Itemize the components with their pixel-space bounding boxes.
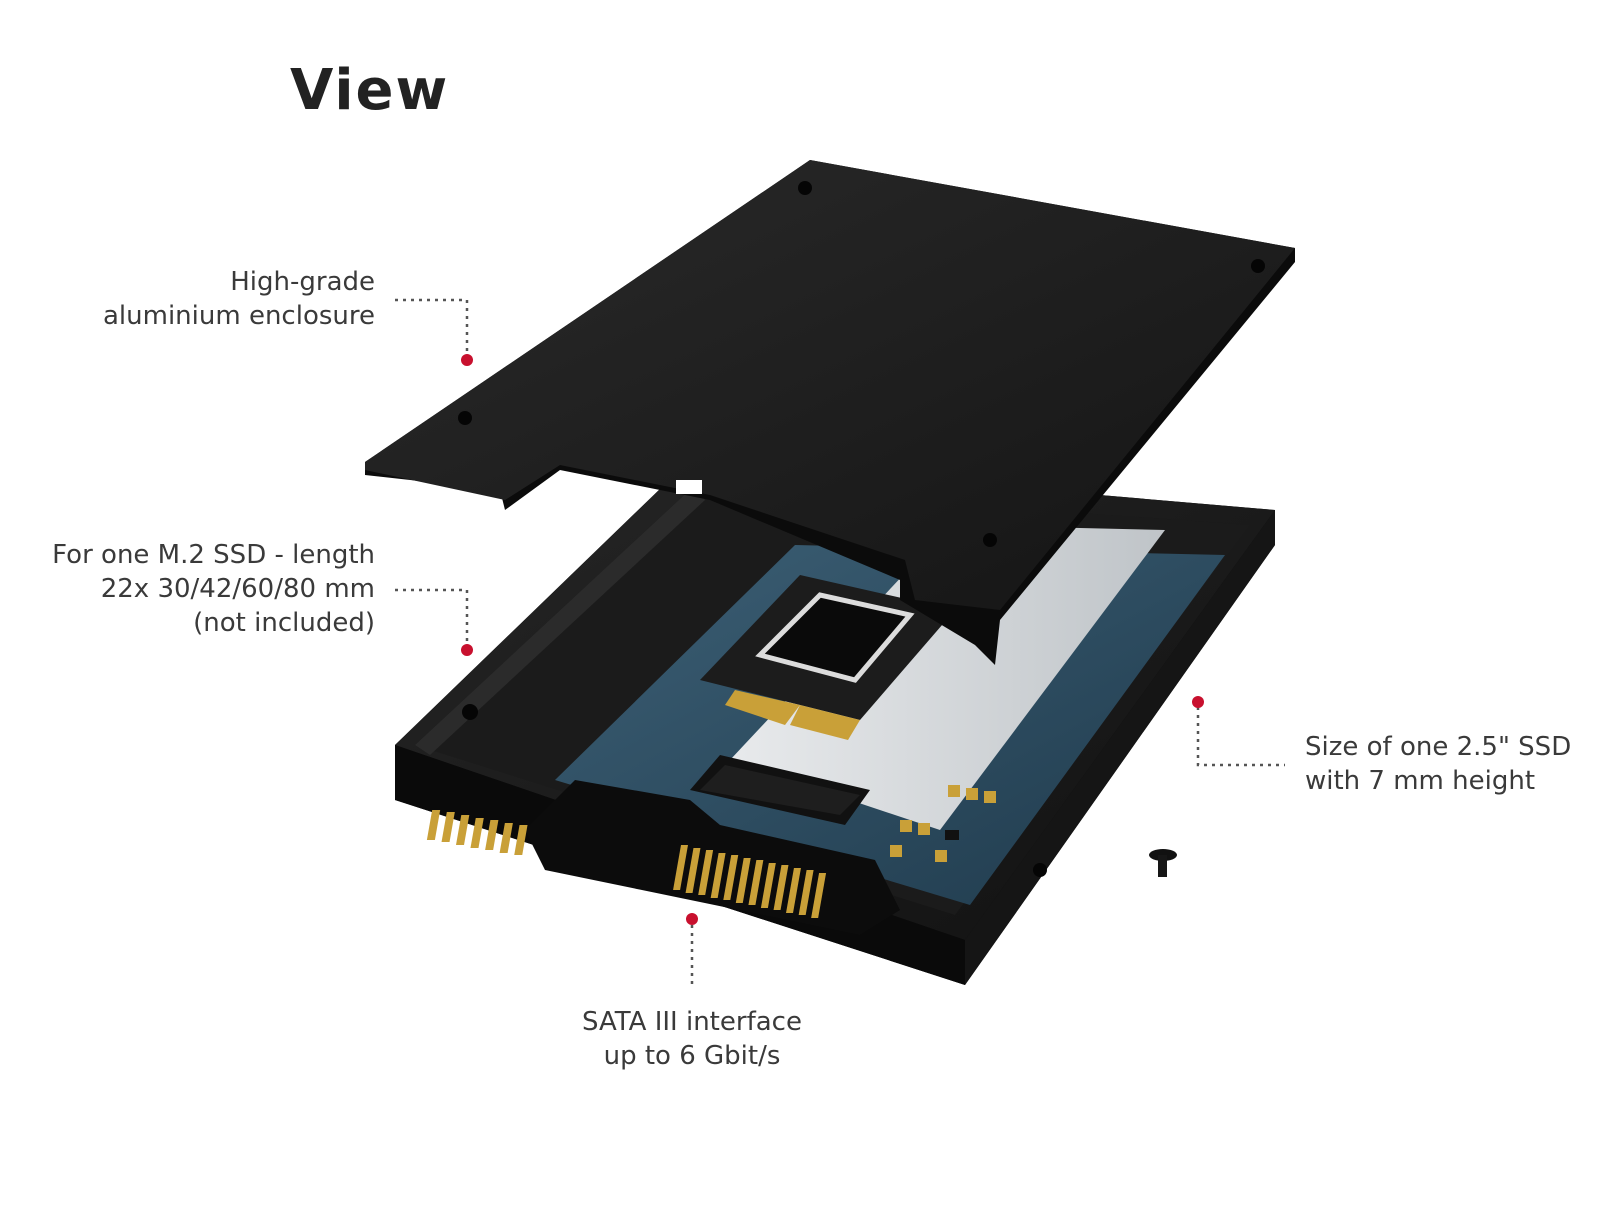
callout-enclosure-line-2: aluminium enclosure (103, 301, 375, 331)
callout-sata-line-1: SATA III interface (582, 1007, 802, 1037)
marker-size (1192, 696, 1204, 708)
marker-m2 (461, 644, 473, 656)
callout-m2-line-1: For one M.2 SSD - length (52, 540, 375, 570)
screw-hole (458, 411, 472, 425)
leader-size (1196, 707, 1285, 767)
enclosure-lid (365, 160, 1295, 665)
callout-enclosure-line-1: High-grade (230, 267, 375, 297)
lid-notch (676, 480, 702, 494)
callout-leaders (395, 298, 1285, 985)
screw-hole (798, 181, 812, 195)
callout-size-line-1: Size of one 2.5" SSD (1305, 732, 1572, 762)
thermal-pad (730, 525, 1165, 830)
marker-enclosure (461, 354, 473, 366)
callout-m2-line-2: 22x 30/42/60/80 mm (100, 574, 375, 604)
callout-m2: For one M.2 SSD - length 22x 30/42/60/80… (20, 538, 375, 640)
callout-sata-line-2: up to 6 Gbit/s (603, 1041, 781, 1071)
screw-hole (1033, 863, 1047, 877)
screw (1149, 849, 1177, 877)
leader-enclosure (395, 298, 469, 355)
callout-enclosure: High-grade aluminium enclosure (60, 265, 375, 333)
screw-hole (1251, 259, 1265, 273)
m2-gold-contacts (725, 690, 800, 725)
callout-sata: SATA III interface up to 6 Gbit/s (552, 1005, 832, 1073)
callout-size: Size of one 2.5" SSD with 7 mm height (1305, 730, 1595, 798)
page-title: View (290, 58, 450, 123)
leader-m2 (395, 588, 469, 645)
smd-components (890, 785, 996, 862)
screw-hole (462, 704, 478, 720)
callout-size-line-2: with 7 mm height (1305, 766, 1536, 796)
marker-sata (686, 913, 698, 925)
sata-connector (426, 780, 900, 935)
m2-connector (690, 755, 870, 825)
m2-ssd-module (700, 575, 955, 740)
screw-hole (983, 533, 997, 547)
callout-m2-line-3: (not included) (193, 608, 375, 638)
callout-markers (461, 354, 1204, 925)
